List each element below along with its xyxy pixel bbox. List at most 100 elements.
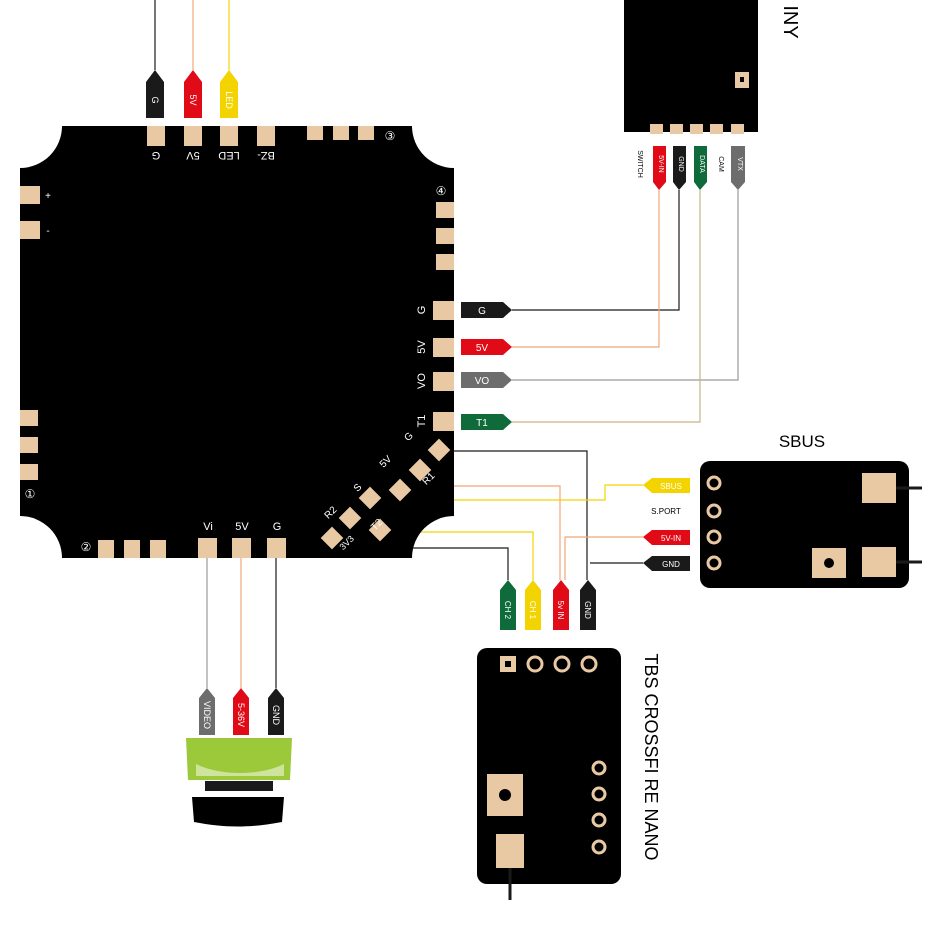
fc-pad-diag-t2 [368, 518, 392, 542]
fc-pad-bottom-vi [198, 538, 217, 558]
fc-pad-left-plus [20, 186, 40, 204]
wire-vtx-5v [512, 190, 660, 348]
vtx-pin-4 [710, 124, 723, 134]
fc-pad-left-m2 [20, 437, 38, 453]
cam-tag-gnd [268, 688, 284, 735]
fc-pad-top-5v [184, 126, 202, 146]
crsf-tag-ch2-label: CH 2 [503, 601, 512, 620]
fc-label-top-5v: 5V [186, 149, 200, 161]
tag-right-t1 [461, 414, 512, 430]
wire-crsf-ch2 [410, 547, 509, 580]
sbus-tag-signal-label: SBUS [660, 482, 682, 491]
fc-pad-diag-r1 [388, 478, 412, 502]
fc-label-bottom-vi: Vi [203, 521, 213, 533]
cam-lens-mount [205, 781, 273, 791]
fc-corner-3: ③ [385, 129, 396, 143]
wire-vtx-gnd [512, 190, 680, 311]
fc-pad-bottom-5v [232, 538, 251, 558]
led-tag-led-label: LED [224, 91, 234, 109]
fc-pad-right-m2 [436, 228, 454, 244]
crsf-side-pad-2 [591, 786, 607, 802]
led-tag-5v [184, 70, 202, 118]
vtx-pin-label-gnd: GND [677, 156, 684, 172]
crsf-pad-4 [580, 655, 598, 673]
vtx-pin-label-5vin: 5V-IN [657, 155, 664, 173]
wire-vtx-vtx [512, 190, 739, 381]
vtx-pin-label-cam: CAM [717, 156, 724, 172]
fc-pad-diag-r2 [338, 506, 362, 530]
fc-pad-right-g [433, 301, 454, 320]
sbus-tag-5vin [643, 530, 690, 545]
fc-corner-2: ② [81, 540, 92, 554]
fc-pad-left-minus [20, 221, 40, 239]
sbus-antenna-pad-2 [862, 547, 896, 577]
fc-pad-bottom-m1 [98, 540, 114, 558]
cam-tag-video [199, 688, 215, 735]
fc-pad-bottom-m2 [124, 540, 140, 558]
cam-tag-video-label: VIDEO [202, 701, 212, 729]
cam-tag-power [233, 688, 249, 735]
fc-board [20, 126, 454, 558]
sbus-button-dot [824, 558, 834, 568]
fc-label-top-led: LED [218, 149, 239, 161]
vtx-board [624, 0, 758, 132]
cam-tag-gnd-label: GND [271, 705, 281, 726]
crsf-tag-gnd-label: GND [583, 601, 592, 619]
fc-right-tags: G 5V VO T1 [461, 302, 512, 430]
wires [154, 0, 739, 688]
fc-pad-diag-3v3 [320, 526, 344, 550]
fc-corner-1: ① [25, 487, 36, 501]
crsf-tag-ch1 [525, 580, 541, 630]
vtx-pin-5 [731, 124, 744, 134]
sbus-tag-gnd [643, 556, 690, 571]
fc-corner-4: ④ [436, 184, 447, 198]
vtx-pin-3 [690, 124, 703, 134]
crsf-button-dot [499, 789, 511, 801]
sbus-hole-3 [706, 529, 722, 545]
vtx-tag-data [694, 146, 707, 190]
vtx-tag-5vin [653, 146, 666, 190]
sbus-antenna-pad-1 [862, 473, 896, 503]
fc-pad-right-m3 [436, 254, 454, 270]
fc-pad-top-m1 [307, 126, 323, 140]
sbus-tag-signal [643, 478, 690, 493]
crsf-side-pad-4 [591, 839, 607, 855]
crsf-antenna-pad [496, 834, 524, 868]
wire-sbus-5v [564, 536, 643, 580]
crsf-tag-5vin-label: 5v IN [556, 601, 565, 620]
crsf-tag-ch2 [500, 580, 516, 630]
vtx-pin-label-data: DATA [698, 155, 705, 173]
crsf-pad-3 [553, 655, 571, 673]
sbus-hole-2 [706, 503, 722, 519]
vtx-pin-1 [650, 124, 663, 134]
flight-controller: G 5V LED BZ- + - G 5V VO T1 G 5V R1 S R2… [20, 126, 454, 558]
fc-pad-top-m2 [333, 126, 349, 140]
tag-right-5v-label: 5V [476, 343, 489, 354]
fc-pad-top-bz [257, 126, 275, 146]
tag-right-vo [461, 372, 512, 388]
wire-crsf-ch1 [390, 531, 534, 580]
vtx-button-dot [740, 77, 744, 82]
wire-vtx-data [512, 190, 701, 423]
vtx-tag-gnd [673, 146, 686, 190]
fc-label-bottom-g: G [273, 521, 282, 533]
fc-pad-left-m3 [20, 464, 38, 480]
crsf-tag-gnd [580, 580, 596, 630]
tag-right-5v [461, 339, 512, 355]
crsf-tag-5vin [553, 580, 569, 630]
fc-pad-right-5v [433, 338, 454, 357]
crsf-side-pad-3 [591, 812, 607, 828]
crsf-side-pad-1 [591, 760, 607, 776]
tag-right-vo-label: VO [475, 376, 490, 387]
vtx-pin-label-switch: SWITCH [636, 150, 643, 178]
sbus-title: SBUS [779, 432, 825, 451]
sbus-hole-1 [706, 475, 722, 491]
tag-right-t1-label: T1 [476, 418, 488, 429]
crsf-pad-2 [526, 655, 544, 673]
fc-pad-top-g [147, 126, 165, 146]
cam-body [186, 738, 292, 780]
crsf-tag-ch1-label: CH 1 [528, 601, 537, 620]
tag-right-g-label: G [478, 306, 486, 317]
fc-label-right-t1: T1 [416, 415, 428, 428]
